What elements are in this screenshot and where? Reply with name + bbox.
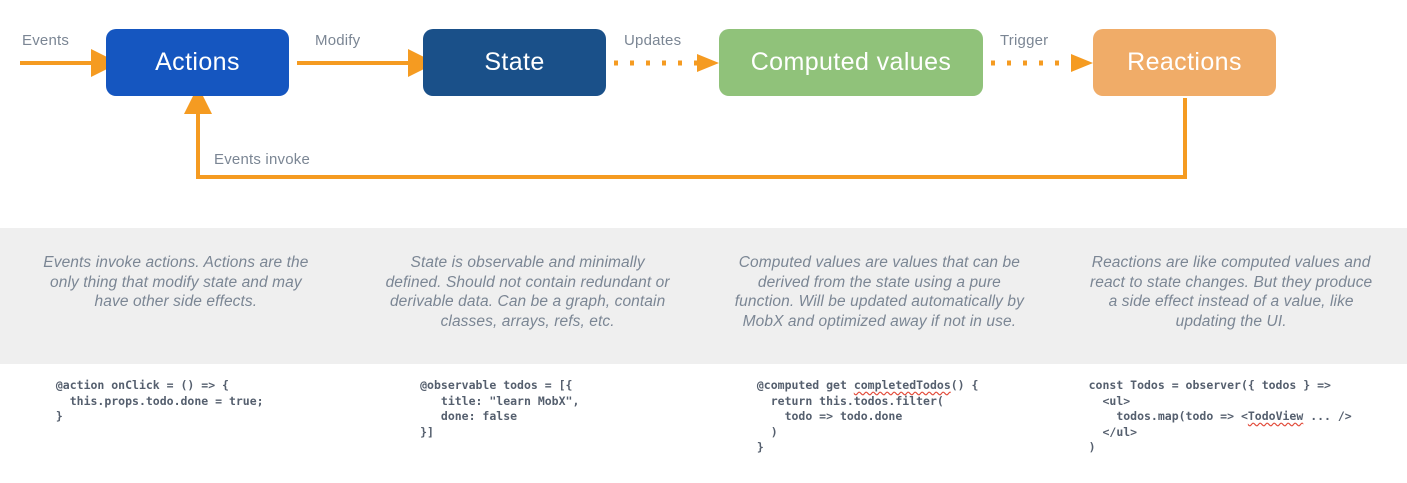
arrow-updates-head <box>697 54 719 72</box>
edge-label-events-invoke: Events invoke <box>214 151 310 168</box>
edge-label-updates: Updates <box>624 32 682 49</box>
description-column-state: State is observable and minimally define… <box>352 228 704 364</box>
description-text-state: State is observable and minimally define… <box>385 254 670 330</box>
code-block-action: @action onClick = () => { this.props.tod… <box>55 378 264 423</box>
arrow-events-invoke <box>184 86 1187 179</box>
description-band: Events invoke actions. Actions are the o… <box>0 228 1407 364</box>
code-block-observable: @observable todos = [{ title: "learn Mob… <box>420 378 580 439</box>
node-actions[interactable]: Actions <box>106 29 289 96</box>
node-reactions[interactable]: Reactions <box>1093 29 1276 96</box>
code-column-action: @action onClick = () => { this.props.tod… <box>0 378 352 483</box>
description-column-reactions: Reactions are like computed values and r… <box>1055 228 1407 364</box>
edge-label-trigger: Trigger <box>1000 32 1049 49</box>
misspelled-token: completedTodos <box>853 378 951 392</box>
architecture-diagram: Actions State Computed values Reactions … <box>0 0 1407 228</box>
code-samples-row: @action onClick = () => { this.props.tod… <box>0 378 1407 483</box>
description-text-reactions: Reactions are like computed values and r… <box>1089 254 1373 330</box>
arrow-trigger-head <box>1071 54 1093 72</box>
description-text-computed: Computed values are values that can be d… <box>734 254 1024 330</box>
description-column-actions: Events invoke actions. Actions are the o… <box>0 228 352 364</box>
code-column-computed: @computed get completedTodos() { return … <box>704 378 1056 483</box>
diagram-arrows-layer <box>20 49 1187 179</box>
node-state[interactable]: State <box>423 29 606 96</box>
code-block-computed: @computed get completedTodos() { return … <box>756 378 979 454</box>
edge-label-events: Events <box>22 32 70 49</box>
node-computed-values[interactable]: Computed values <box>719 29 983 96</box>
description-text-actions: Events invoke actions. Actions are the o… <box>43 254 309 310</box>
code-block-reaction: const Todos = observer({ todos } => <ul>… <box>1088 378 1352 454</box>
misspelled-token: TodoView <box>1247 409 1304 423</box>
code-column-observable: @observable todos = [{ title: "learn Mob… <box>352 378 704 483</box>
code-column-reaction: const Todos = observer({ todos } => <ul>… <box>1055 378 1407 483</box>
description-column-computed: Computed values are values that can be d… <box>704 228 1056 364</box>
edge-label-modify: Modify <box>315 32 361 49</box>
